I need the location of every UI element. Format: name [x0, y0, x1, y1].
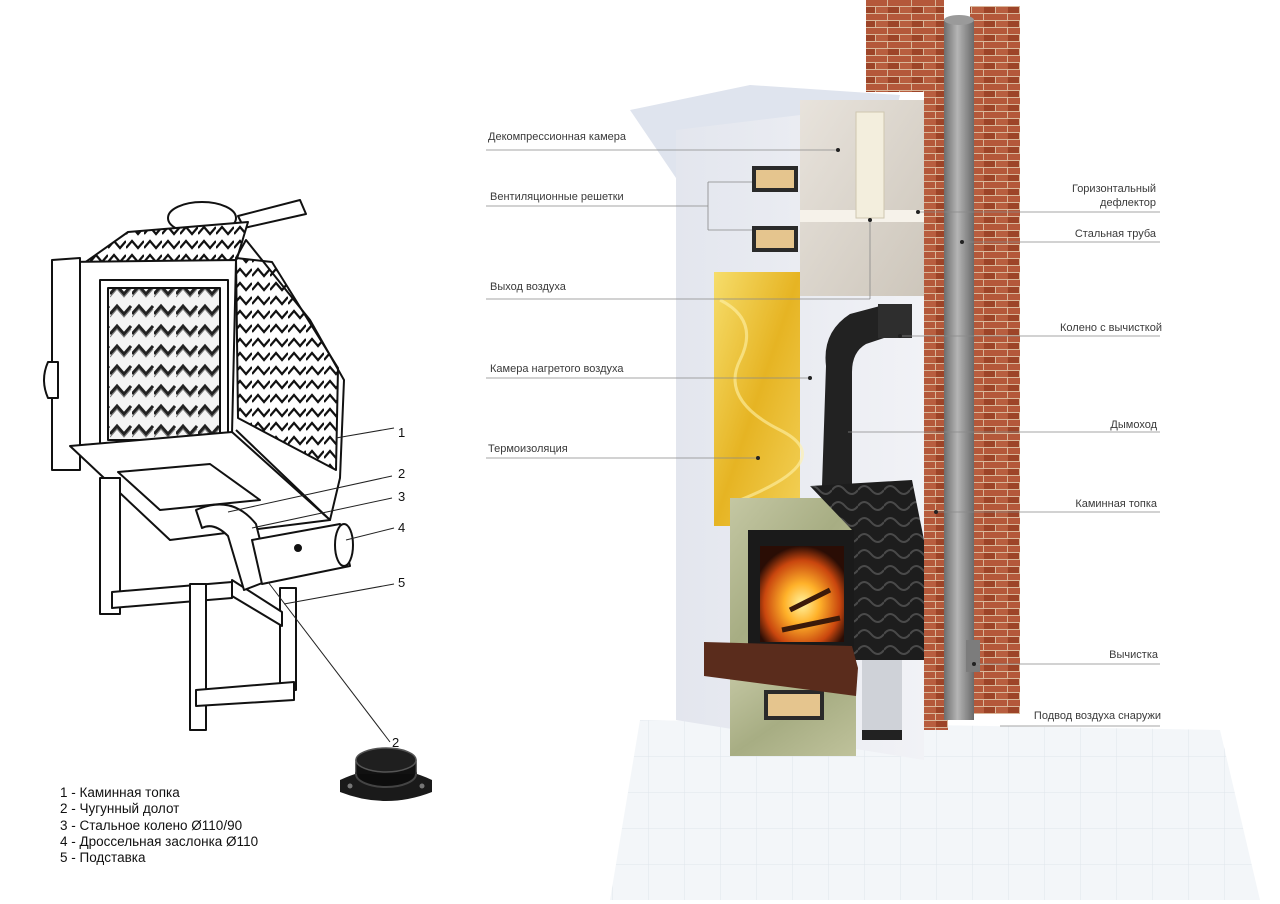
label-air-outlet: Выход воздуха — [490, 281, 566, 293]
legend: 1 - Каминная топка 2 - Чугунный долот 3 … — [60, 785, 258, 866]
ash-pit — [117, 463, 261, 511]
cast-iron-nozzle — [340, 747, 432, 801]
back-wall-zigzag — [107, 287, 221, 441]
throttle-damper-end — [334, 523, 354, 567]
leader-lines — [486, 149, 1160, 727]
label-firebox: Каминная топка — [1075, 498, 1157, 510]
callout-2: 2 — [398, 466, 406, 481]
vent-grilles — [752, 166, 798, 252]
throttle-damper — [251, 523, 351, 585]
label-chimney: Дымоход — [1110, 419, 1157, 431]
legend-item: 3 - Стальное колено Ø110/90 — [60, 817, 243, 833]
callout-4: 4 — [398, 520, 406, 535]
callout-detail-2: 2 — [392, 735, 400, 750]
callout-5: 5 — [398, 575, 406, 590]
leader-dots — [756, 148, 976, 666]
legend-item: 5 - Подставка — [60, 850, 146, 866]
flue-collar — [878, 304, 912, 338]
legend-item: 2 - Чугунный долот — [60, 801, 180, 817]
label-decompression-chamber: Декомпрессионная камера — [488, 131, 627, 143]
hearth-shelf — [704, 642, 858, 696]
door-handle — [43, 361, 59, 399]
label-elbow-cleanout: Колено с вычисткой — [1060, 322, 1162, 334]
label-horizontal: Горизонтальный — [1071, 183, 1156, 195]
cleanout — [966, 640, 980, 672]
label-thermal-insulation: Термоизоляция — [488, 443, 568, 455]
steel-pipe — [944, 20, 974, 720]
legend-item: 1 - Каминная топка — [60, 785, 180, 800]
side-fins — [235, 257, 339, 471]
door-frame — [51, 257, 81, 471]
chamber-pipe — [855, 111, 885, 219]
firebox-body — [810, 480, 924, 660]
label-vent-grilles: Вентиляционные решетки — [490, 191, 624, 203]
flue-elbow — [822, 306, 890, 486]
label-heated-air-chamber: Камера нагретого воздуха — [490, 363, 624, 375]
callout-3: 3 — [398, 489, 406, 504]
callout-1: 1 — [398, 425, 406, 440]
brick-chimney-right — [970, 6, 1020, 714]
thermal-insulation — [714, 272, 800, 526]
legend-item: 4 - Дроссельная заслонка Ø110 — [60, 833, 259, 849]
label-steel-pipe: Стальная труба — [1074, 228, 1156, 240]
callout-lines — [227, 427, 395, 743]
steel-elbow — [195, 503, 271, 591]
label-outside-air: Подвод воздуха снаружи — [1033, 710, 1161, 722]
label-cleanout: Вычистка — [1109, 649, 1158, 661]
label-deflector: дефлектор — [1100, 197, 1156, 209]
tiled-floor — [610, 720, 1260, 900]
firebox-sketch — [43, 199, 354, 731]
